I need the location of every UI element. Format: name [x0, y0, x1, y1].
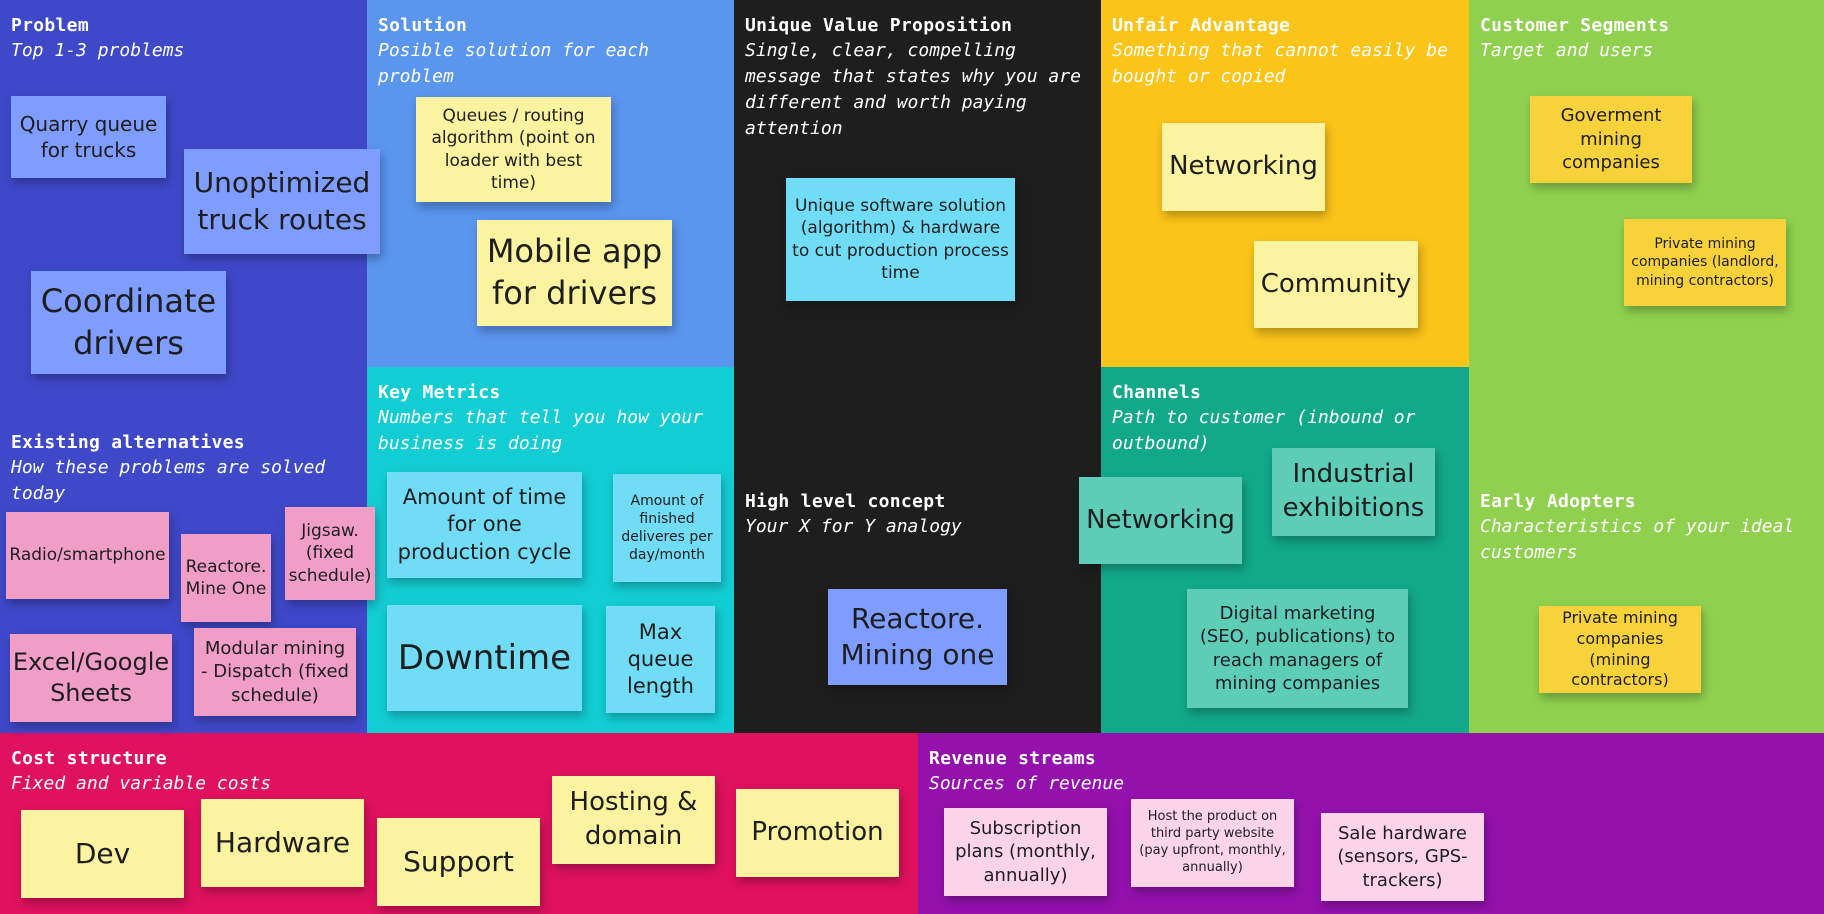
sticky-note[interactable]: Amount of time for one production cycle: [387, 472, 582, 578]
high-level-concept-subtitle: Your X for Y analogy: [745, 516, 962, 537]
key-metrics-subtitle: Numbers that tell you how your business …: [378, 407, 704, 454]
channels-title: Channels: [1112, 382, 1202, 403]
sticky-note[interactable]: Hosting & domain: [552, 776, 715, 864]
cost-structure-title: Cost structure: [11, 748, 167, 769]
cost-structure-subtitle: Fixed and variable costs: [11, 773, 272, 794]
customer-segments-title: Customer Segments: [1480, 15, 1670, 36]
early-adopters-section: Early Adopters Characteristics of your i…: [1469, 485, 1824, 733]
sticky-note[interactable]: Mobile app for drivers: [477, 220, 672, 326]
customer-segments-subtitle: Target and users: [1480, 40, 1654, 61]
existing-alternatives-subtitle: How these problems are solved today: [11, 457, 326, 504]
sticky-note[interactable]: Subscription plans (monthly, annually): [944, 808, 1107, 896]
revenue-streams-title: Revenue streams: [929, 748, 1097, 769]
sticky-note[interactable]: Goverment mining companies: [1530, 96, 1692, 183]
sticky-note[interactable]: Unoptimized truck routes: [184, 149, 380, 254]
sticky-note[interactable]: Queues / routing algorithm (point on loa…: [416, 97, 611, 202]
solution-title: Solution: [378, 15, 468, 36]
problem-subtitle: Top 1-3 problems: [11, 40, 185, 61]
sticky-note[interactable]: Private mining companies (landlord, mini…: [1624, 219, 1786, 306]
sticky-note[interactable]: Industrial exhibitions: [1272, 448, 1435, 536]
uvp-title: Unique Value Proposition: [745, 15, 1013, 36]
sticky-note[interactable]: Hardware: [201, 799, 364, 887]
sticky-note[interactable]: Excel/Google Sheets: [10, 634, 172, 722]
existing-alternatives-title: Existing alternatives: [11, 432, 245, 453]
revenue-streams-subtitle: Sources of revenue: [929, 773, 1125, 794]
sticky-note[interactable]: Host the product on third party website …: [1131, 799, 1294, 887]
unfair-advantage-subtitle: Something that cannot easily be bought o…: [1112, 40, 1448, 87]
sticky-note[interactable]: Radio/smartphone: [6, 512, 169, 599]
sticky-note[interactable]: Promotion: [736, 789, 899, 877]
sticky-note[interactable]: Dev: [21, 810, 184, 898]
early-adopters-subtitle: Characteristics of your ideal customers: [1480, 516, 1795, 563]
sticky-note[interactable]: Reactore. Mining one: [828, 589, 1007, 685]
channels-subtitle: Path to customer (inbound or outbound): [1112, 407, 1416, 454]
key-metrics-title: Key Metrics: [378, 382, 501, 403]
sticky-note[interactable]: Digital marketing (SEO, publications) to…: [1187, 589, 1408, 708]
sticky-note[interactable]: Support: [377, 818, 540, 906]
sticky-note[interactable]: Reactore. Mine One: [181, 534, 271, 622]
existing-alternatives-section: Existing alternatives How these problems…: [0, 427, 367, 733]
uvp-subtitle: Single, clear, compelling message that s…: [745, 40, 1081, 139]
sticky-note[interactable]: Modular mining - Dispatch (fixed schedul…: [194, 628, 356, 716]
sticky-note[interactable]: Amount of finished deliveres per day/mon…: [613, 474, 721, 582]
sticky-note[interactable]: Networking: [1079, 477, 1242, 564]
problem-title: Problem: [11, 15, 89, 36]
high-level-concept-title: High level concept: [745, 491, 946, 512]
early-adopters-title: Early Adopters: [1480, 491, 1636, 512]
sticky-note[interactable]: Networking: [1162, 123, 1325, 211]
high-level-concept-section: High level concept Your X for Y analogy: [734, 485, 1101, 733]
solution-subtitle: Posible solution for each problem: [378, 40, 649, 87]
sticky-note[interactable]: Jigsaw. (fixed schedule): [285, 507, 375, 600]
sticky-note[interactable]: Community: [1254, 241, 1418, 328]
sticky-note[interactable]: Quarry queue for trucks: [11, 96, 166, 178]
sticky-note[interactable]: Sale hardware (sensors, GPS-trackers): [1321, 813, 1484, 901]
sticky-note[interactable]: Downtime: [387, 605, 582, 711]
sticky-note[interactable]: Max queue length: [606, 606, 715, 713]
sticky-note[interactable]: Private mining companies (mining contrac…: [1539, 606, 1701, 693]
sticky-note[interactable]: Coordinate drivers: [31, 271, 226, 374]
sticky-note[interactable]: Unique software solution (algorithm) & h…: [786, 178, 1015, 301]
unfair-advantage-title: Unfair Advantage: [1112, 15, 1291, 36]
